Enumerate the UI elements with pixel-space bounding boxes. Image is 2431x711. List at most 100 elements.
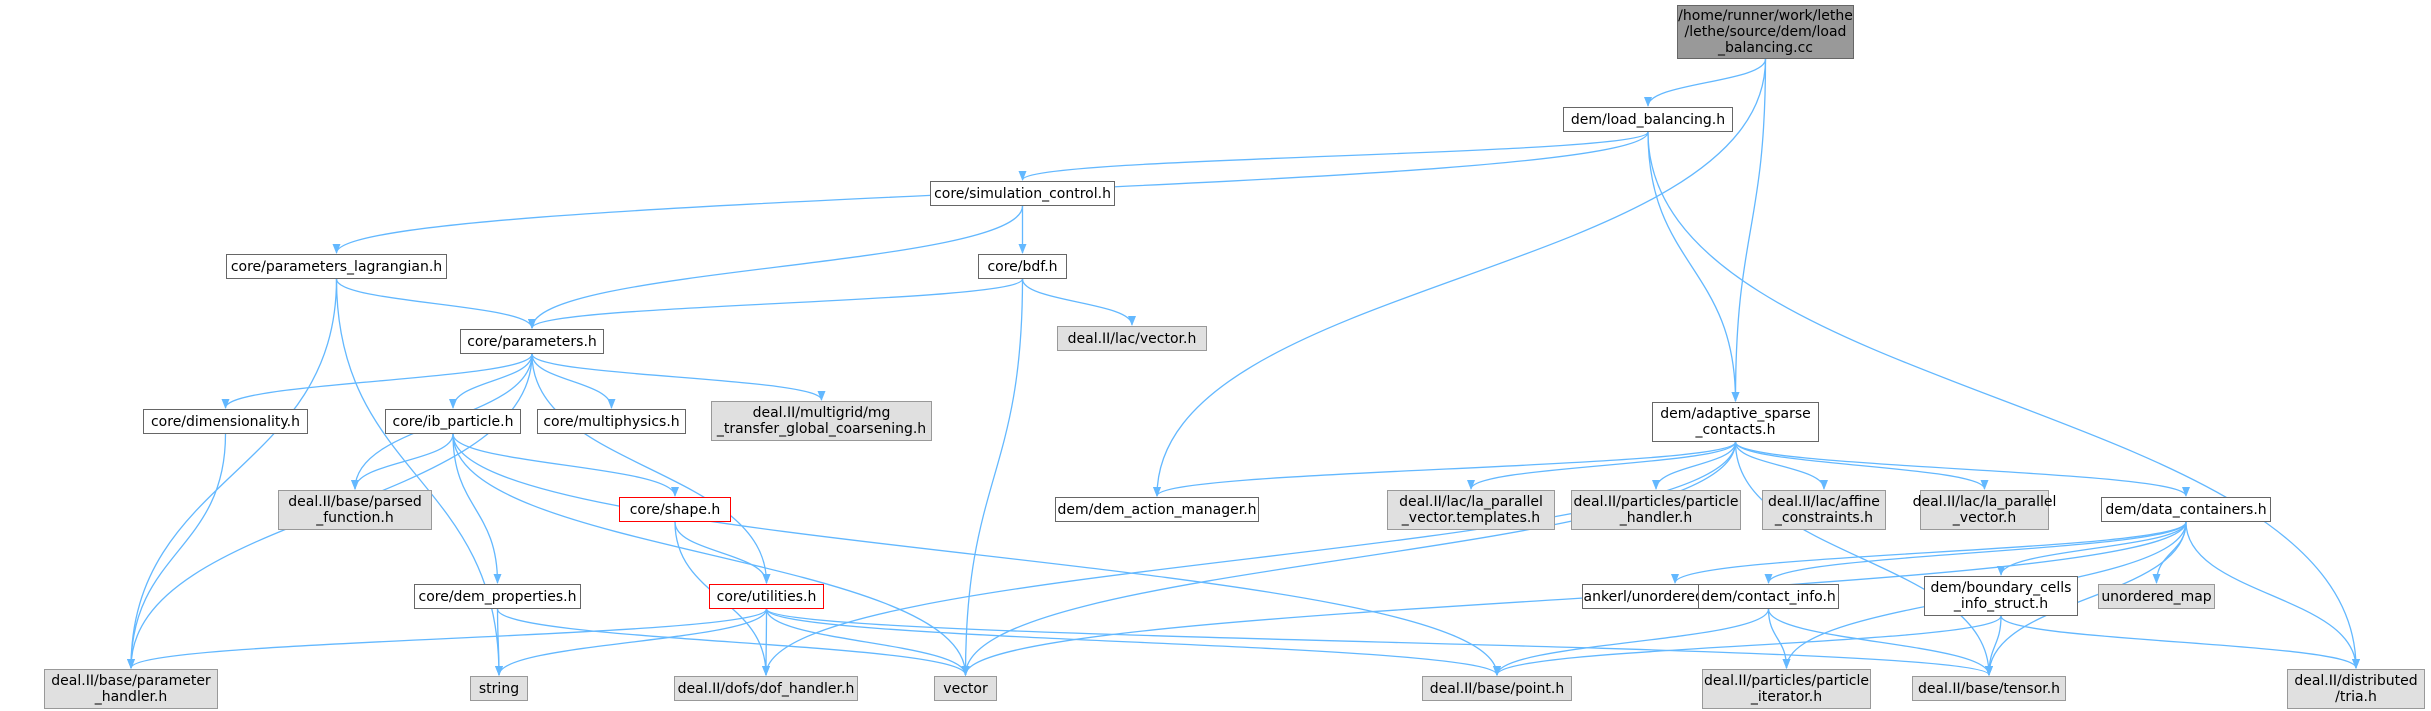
node-label-line: unordered_map bbox=[2101, 588, 2212, 605]
node-label-line: core/multiphysics.h bbox=[543, 413, 680, 430]
edge-ib-particle-h-to-vector bbox=[452, 433, 970, 676]
edge-adaptive-sparse-contacts-h-to-la-parallel-vector-h bbox=[1734, 441, 1989, 490]
edge-data-containers-h-to-contact-info-h bbox=[1764, 521, 2187, 584]
node-label: deal.II/base/parameter_handler.h bbox=[51, 673, 210, 705]
node-label: dem/dem_action_manager.h bbox=[1057, 502, 1256, 518]
node-dimensionality-h[interactable]: core/dimensionality.h bbox=[143, 409, 308, 434]
edge-adaptive-sparse-contacts-h-to-dof-handler-h bbox=[762, 441, 1737, 676]
node-label-line: deal.II/base/tensor.h bbox=[1917, 680, 2061, 697]
edge-data-containers-h-to-unordered-dense-h bbox=[1671, 521, 2187, 584]
node-label-line: deal.II/base/parsed bbox=[288, 494, 422, 510]
edge-adaptive-sparse-contacts-h-to-data-containers-h bbox=[1734, 441, 2190, 497]
node-label-line: core/parameters_lagrangian.h bbox=[230, 258, 443, 275]
node-label-line: /home/runner/work/lethe bbox=[1678, 8, 1853, 24]
node-label-line: _transfer_global_coarsening.h bbox=[716, 421, 927, 437]
node-parameters-h[interactable]: core/parameters.h bbox=[460, 329, 604, 354]
node-label-line: _contacts.h bbox=[1695, 422, 1776, 438]
node-distributed-tria-h: deal.II/distributed/tria.h bbox=[2287, 669, 2425, 709]
node-label-line: _info_struct.h bbox=[1953, 596, 2049, 612]
node-label: vector bbox=[943, 681, 987, 697]
node-label: deal.II/multigrid/mg_transfer_global_coa… bbox=[717, 405, 926, 437]
node-label: deal.II/lac/la_parallel_vector.templates… bbox=[1399, 494, 1543, 526]
node-label: core/ib_particle.h bbox=[393, 414, 514, 430]
node-vector: vector bbox=[934, 676, 997, 701]
node-label-line: deal.II/base/parameter bbox=[51, 673, 211, 689]
node-simulation-control-h[interactable]: core/simulation_control.h bbox=[930, 181, 1115, 206]
node-parameters-lagrangian-h[interactable]: core/parameters_lagrangian.h bbox=[226, 254, 447, 279]
node-label: dem/load_balancing.h bbox=[1571, 112, 1725, 128]
node-string: string bbox=[470, 676, 528, 701]
node-data-containers-h[interactable]: dem/data_containers.h bbox=[2101, 497, 2271, 522]
edge-parameters-h-to-multiphysics-h bbox=[531, 353, 616, 409]
node-load-balancing-h[interactable]: dem/load_balancing.h bbox=[1563, 107, 1733, 132]
edge-data-containers-h-to-vector bbox=[961, 521, 2187, 676]
node-label-line: deal.II/lac/la_parallel bbox=[1912, 494, 2057, 510]
node-particle-handler-h: deal.II/particles/particle_handler.h bbox=[1571, 490, 1741, 530]
node-dof-handler-h: deal.II/dofs/dof_handler.h bbox=[674, 676, 858, 701]
node-label: deal.II/lac/la_parallel_vector.h bbox=[1913, 494, 2057, 526]
node-label-line: core/ib_particle.h bbox=[392, 413, 514, 430]
edge-bdf-h-to-lac-vector-h bbox=[1021, 278, 1136, 326]
node-dem-action-manager-h[interactable]: dem/dem_action_manager.h bbox=[1055, 497, 1259, 522]
node-label: deal.II/lac/vector.h bbox=[1068, 331, 1197, 347]
node-label-line: _vector.templates.h bbox=[1401, 510, 1541, 526]
node-label-line: core/bdf.h bbox=[987, 258, 1058, 275]
edge-data-containers-h-to-tensor-h bbox=[1985, 521, 2187, 676]
edge-utilities-h-to-vector bbox=[765, 608, 970, 676]
node-label-line: core/utilities.h bbox=[716, 588, 817, 605]
node-lac-vector-h: deal.II/lac/vector.h bbox=[1057, 326, 1207, 351]
node-label-line: deal.II/lac/vector.h bbox=[1067, 330, 1197, 347]
node-label-line: core/shape.h bbox=[629, 501, 721, 518]
edge-ib-particle-h-to-parsed-function-h bbox=[351, 433, 454, 490]
node-boundary-cells-info-struct-h[interactable]: dem/boundary_cells_info_struct.h bbox=[1924, 576, 2078, 616]
node-dem-properties-h[interactable]: core/dem_properties.h bbox=[414, 584, 581, 609]
node-label: core/bdf.h bbox=[987, 259, 1057, 275]
edge-adaptive-sparse-contacts-h-to-particle-handler-h bbox=[1652, 441, 1737, 490]
node-multiphysics-h[interactable]: core/multiphysics.h bbox=[537, 409, 686, 434]
node-label: dem/data_containers.h bbox=[2105, 502, 2266, 518]
edge-ib-particle-h-to-shape-h bbox=[452, 433, 679, 497]
edge-utilities-h-to-parameter-handler-h bbox=[127, 608, 768, 669]
node-affine-constraints-h: deal.II/lac/affine_constraints.h bbox=[1762, 490, 1886, 530]
node-label: core/dimensionality.h bbox=[151, 414, 300, 430]
node-label: deal.II/particles/particle_handler.h bbox=[1574, 494, 1739, 526]
edge-load-balancing-h-to-simulation-control-h bbox=[1018, 131, 1649, 181]
node-parsed-function-h: deal.II/base/parsed_function.h bbox=[278, 490, 432, 530]
edge-parameters-lagrangian-h-to-parameters-h bbox=[335, 278, 536, 329]
node-parameter-handler-h: deal.II/base/parameter_handler.h bbox=[44, 669, 218, 709]
node-ib-particle-h[interactable]: core/ib_particle.h bbox=[385, 409, 521, 434]
edge-dimensionality-h-to-parameter-handler-h bbox=[127, 433, 227, 669]
node-contact-info-h[interactable]: dem/contact_info.h bbox=[1698, 584, 1839, 609]
node-label-line: deal.II/lac/la_parallel bbox=[1399, 494, 1543, 510]
edge-ib-particle-h-to-point-h bbox=[452, 433, 1501, 676]
node-label: deal.II/dofs/dof_handler.h bbox=[678, 681, 855, 697]
node-label: core/shape.h bbox=[630, 502, 721, 518]
node-label-line: string bbox=[478, 680, 520, 697]
edge-parameters-h-to-utilities-h bbox=[531, 353, 771, 584]
edge-parameters-h-to-ib-particle-h bbox=[449, 353, 533, 409]
edge-parameters-lagrangian-h-to-parameter-handler-h bbox=[127, 278, 338, 669]
node-label-line: dem/contact_info.h bbox=[1701, 588, 1836, 605]
node-mg-transfer-h: deal.II/multigrid/mg_transfer_global_coa… bbox=[711, 401, 932, 441]
node-adaptive-sparse-contacts-h[interactable]: dem/adaptive_sparse_contacts.h bbox=[1652, 402, 1819, 442]
node-label-line: vector bbox=[943, 680, 988, 697]
node-bdf-h[interactable]: core/bdf.h bbox=[978, 254, 1067, 279]
edge-adaptive-sparse-contacts-h-to-vector bbox=[961, 441, 1737, 676]
node-label-line: deal.II/base/point.h bbox=[1429, 680, 1565, 697]
node-label-line: dem/dem_action_manager.h bbox=[1057, 501, 1257, 518]
node-unordered-map: unordered_map bbox=[2098, 584, 2215, 609]
node-label-line: /tria.h bbox=[2335, 689, 2377, 705]
node-label-line: deal.II/multigrid/mg bbox=[752, 405, 891, 421]
node-label-line: dem/adaptive_sparse bbox=[1660, 406, 1811, 422]
node-label-line: core/parameters.h bbox=[467, 333, 597, 350]
node-label-line: _handler.h bbox=[94, 689, 168, 705]
node-label-line: core/dem_properties.h bbox=[418, 588, 577, 605]
edge-boundary-cells-info-struct-h-to-distributed-tria-h bbox=[2000, 615, 2360, 669]
node-label: deal.II/particles/particle_iterator.h bbox=[1704, 673, 1869, 705]
edge-utilities-h-to-point-h bbox=[765, 608, 1501, 676]
node-shape-h[interactable]: core/shape.h bbox=[619, 497, 731, 522]
node-label: dem/adaptive_sparse_contacts.h bbox=[1660, 406, 1811, 438]
edge-contact-info-h-to-point-h bbox=[1493, 608, 1770, 676]
node-utilities-h[interactable]: core/utilities.h bbox=[709, 584, 824, 609]
